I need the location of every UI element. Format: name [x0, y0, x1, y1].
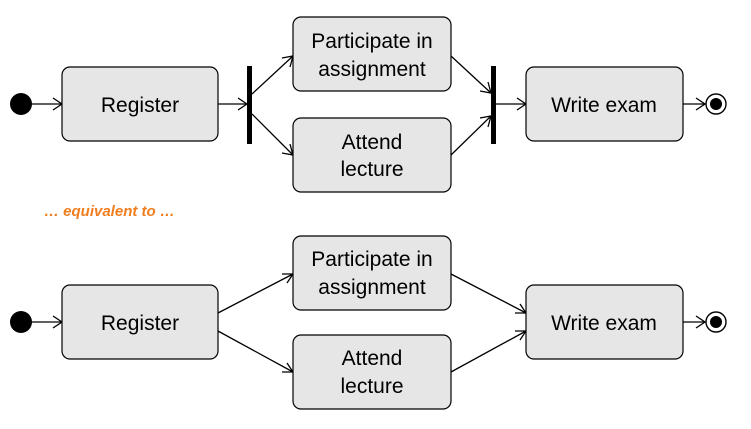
bottom-register-label: Register: [101, 312, 179, 335]
bottom-flow-register-to-participate: [217, 273, 295, 314]
top-participate-label-line1: Participate in: [311, 30, 432, 53]
top-initial-node: [10, 93, 32, 115]
top-participate-node: [292, 16, 452, 92]
bottom-flow-initial-to-register: [32, 315, 64, 329]
bottom-attend-label-line1: Attend: [342, 347, 403, 370]
top-flow-participate-to-join: [450, 55, 492, 94]
top-attend-label-line1: Attend: [342, 131, 403, 154]
top-diagram: Register Participate in assignment Atten…: [10, 16, 727, 193]
bottom-diagram: Register Participate in assignment Atten…: [10, 235, 727, 410]
bottom-register-node: [61, 284, 219, 360]
top-flow-fork-to-participate: [251, 55, 294, 95]
top-flow-fork-to-attend: [251, 113, 294, 156]
bottom-flow-participate-to-exam: [450, 273, 528, 314]
top-final-node-dot: [710, 98, 722, 110]
top-join-bar: [491, 66, 496, 144]
bottom-write-exam-label: Write exam: [551, 312, 657, 335]
bottom-final-node-dot: [710, 316, 722, 328]
bottom-initial-node: [10, 311, 32, 333]
bottom-flow-register-to-attend: [217, 330, 295, 373]
top-write-exam-label: Write exam: [551, 94, 657, 117]
bottom-flow-exam-to-final: [683, 315, 707, 329]
bottom-flow-attend-to-exam: [450, 330, 528, 373]
bottom-attend-label-line2: lecture: [340, 375, 403, 398]
top-attend-label-line2: lecture: [340, 158, 403, 181]
top-flow-attend-to-join: [450, 115, 492, 156]
top-flow-join-to-exam: [496, 97, 528, 111]
bottom-participate-label-line2: assignment: [318, 276, 426, 299]
equivalence-note: … equivalent to …: [44, 203, 175, 220]
top-flow-exam-to-final: [683, 97, 707, 111]
top-register-label: Register: [101, 94, 179, 117]
bottom-participate-node: [292, 235, 452, 311]
top-participate-label-line2: assignment: [318, 58, 426, 81]
top-fork-bar: [247, 66, 252, 144]
top-flow-initial-to-register: [32, 97, 64, 111]
bottom-participate-label-line1: Participate in: [311, 248, 432, 271]
top-flow-register-to-fork: [218, 97, 249, 111]
